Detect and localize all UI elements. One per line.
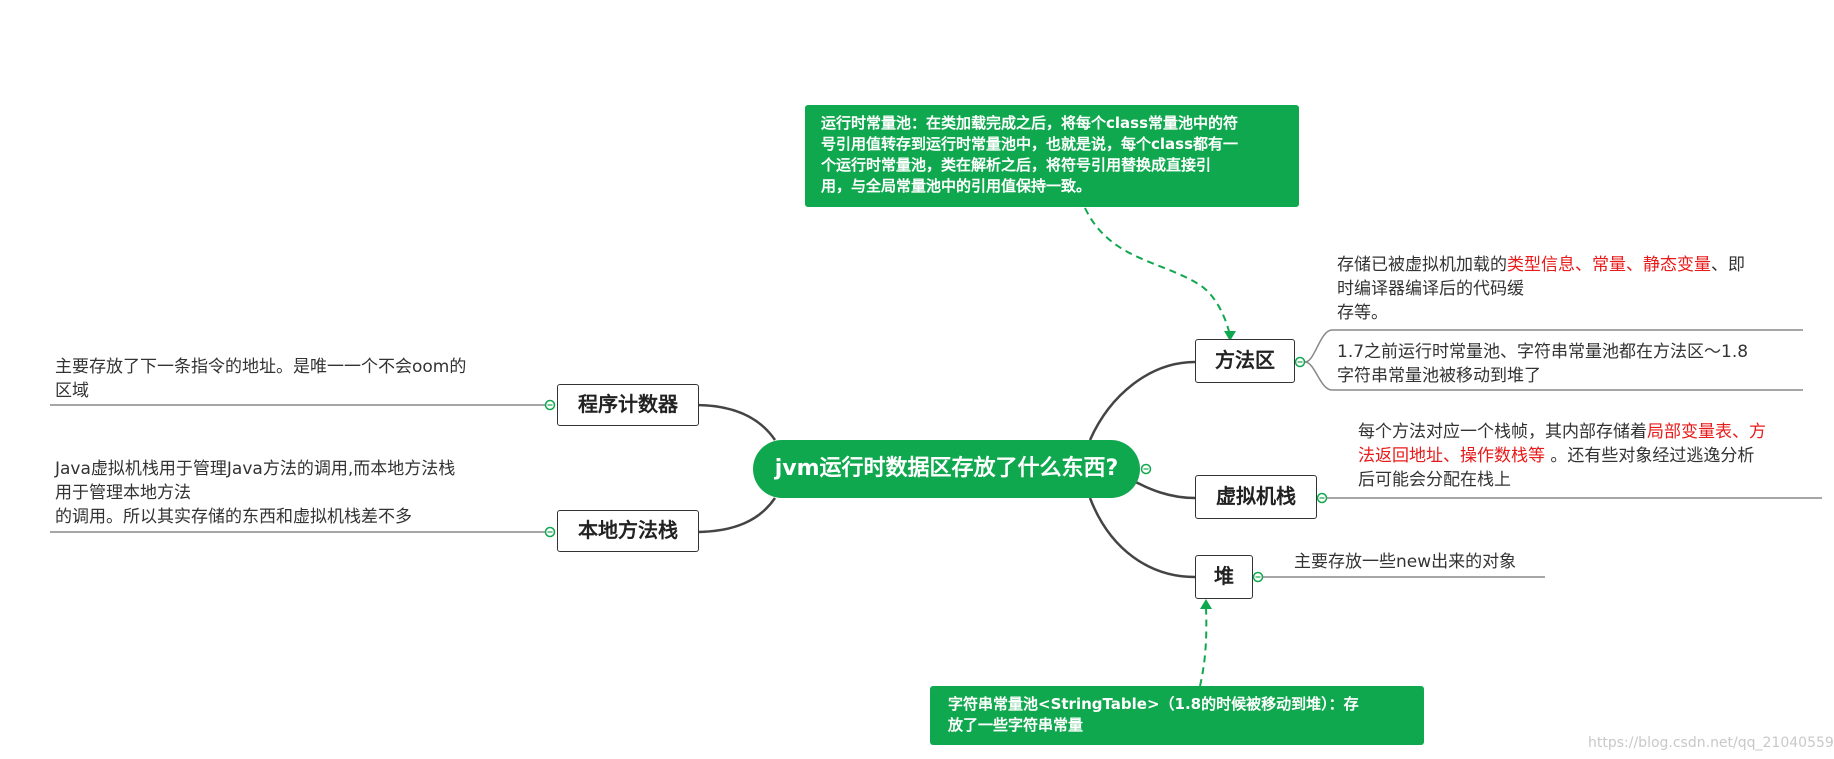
node-native-stack[interactable]: 本地方法栈: [557, 510, 699, 552]
callout-string-table[interactable]: 字符串常量池<StringTable>（1.8的时候被移动到堆）：存 放了一些字…: [930, 686, 1424, 745]
watermark: https://blog.csdn.net/qq_21040559: [1588, 735, 1834, 751]
relation-runtime-pool-arrow: [1084, 207, 1231, 336]
node-heap[interactable]: 堆: [1195, 555, 1253, 599]
note-pc-register: 主要存放了下一条指令的地址。是唯一一个不会oom的 区域: [55, 357, 467, 401]
connector-root-method: [1088, 360, 1196, 441]
connector-root-native: [694, 497, 777, 534]
node-vm-stack[interactable]: 虚拟机栈: [1195, 475, 1317, 519]
note-method-area-history: 1.7之前运行时常量池、字符串常量池都在方法区～1.8 字符串常量池被移动到堆了: [1337, 342, 1749, 386]
connector-root-heap: [1088, 497, 1196, 579]
node-method-area[interactable]: 方法区: [1195, 339, 1295, 383]
callout-runtime-constant-pool[interactable]: 运行时常量池：在类加载完成之后，将每个class常量池中的符 号引用值转存到运行…: [805, 105, 1299, 207]
connector-root-vmstack: [1127, 476, 1196, 500]
note-heap: 主要存放一些new出来的对象: [1294, 552, 1517, 572]
note-vm-stack: 每个方法对应一个栈帧，其内部存储着局部变量表、方 法返回地址、操作数栈等 。还有…: [1358, 422, 1766, 490]
note-native-stack: Java虚拟机栈用于管理Java方法的调用,而本地方法栈 用于管理本地方法 的调…: [55, 459, 456, 527]
node-pc-register[interactable]: 程序计数器: [557, 384, 699, 426]
relation-string-pool-arrow: [1199, 606, 1208, 687]
note-method-area-content: 存储已被虚拟机加载的类型信息、常量、静态变量、即 时编译器编译后的代码缓 存等。: [1337, 255, 1745, 323]
root-topic[interactable]: jvm运行时数据区存放了什么东西?: [753, 440, 1140, 498]
connector-root-pc: [694, 403, 777, 441]
